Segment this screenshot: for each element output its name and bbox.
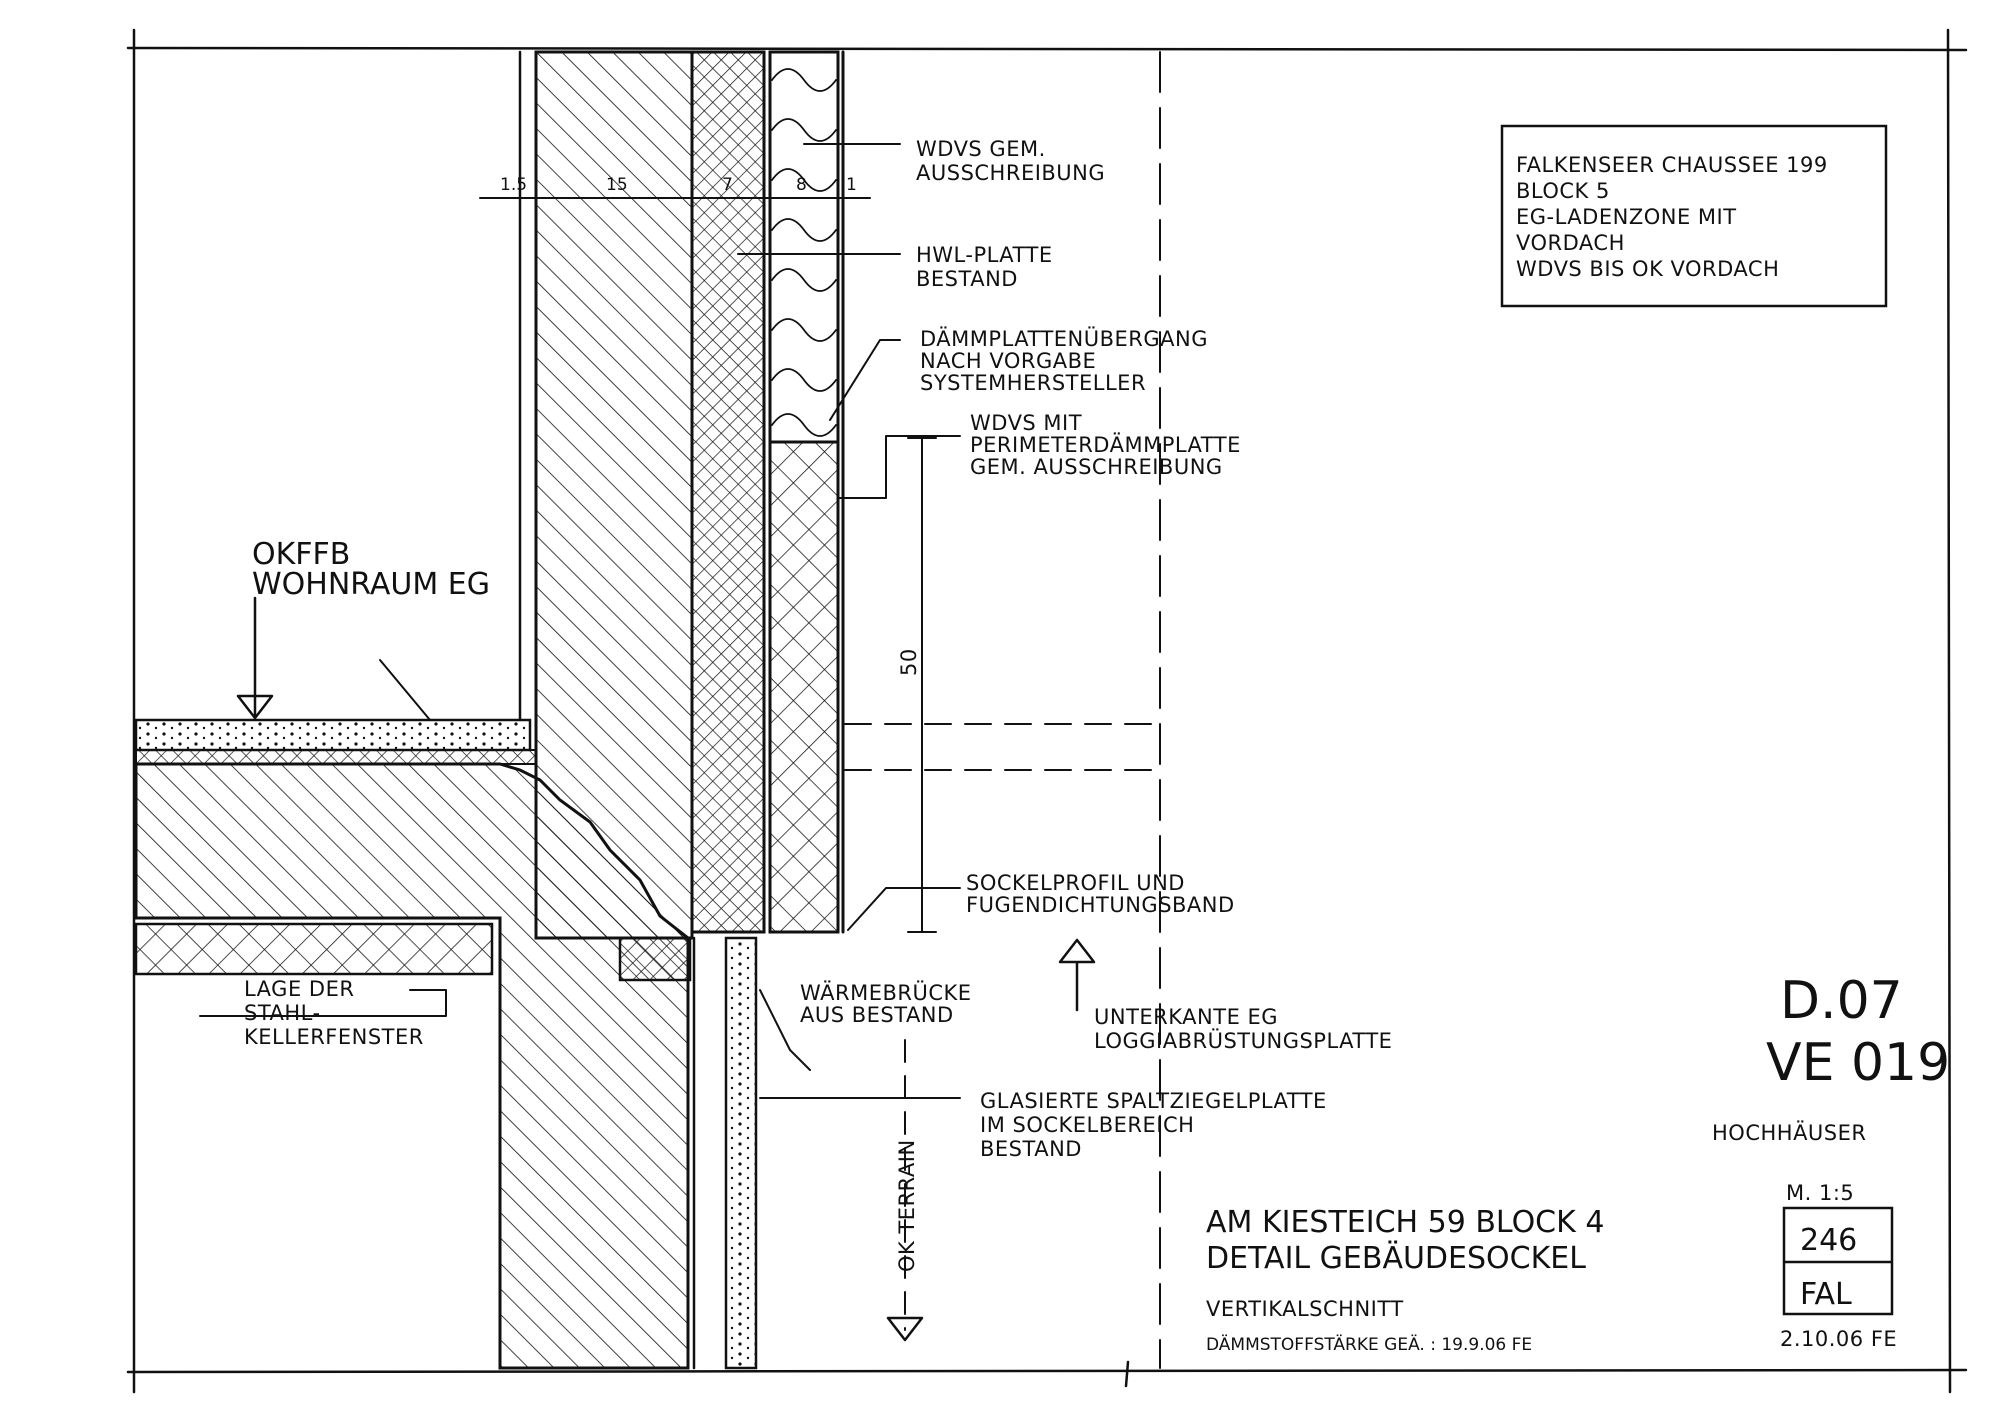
terrain-level-marker: [886, 1316, 924, 1342]
label-lage-3: KELLERFENSTER: [244, 1025, 424, 1049]
reference-line-2: BLOCK 5: [1516, 179, 1610, 203]
label-unterkante-1: UNTERKANTE EG: [1094, 1005, 1278, 1029]
label-wdvs-1: WDVS GEM.: [916, 137, 1046, 161]
perimeter-insulation: [768, 440, 840, 934]
detail-category: HOCHHÄUSER: [1712, 1120, 1867, 1145]
insulation-waves: [771, 68, 837, 437]
label-sockel-1: SOCKELPROFIL UND: [966, 871, 1185, 895]
unterkante-level-marker: [1058, 938, 1096, 1012]
label-hwl-2: BESTAND: [916, 267, 1018, 291]
reference-line-1: FALKENSEER CHAUSSEE 199: [1516, 153, 1828, 177]
label-waerme-2: AUS BESTAND: [800, 1003, 954, 1027]
project-title: AM KIESTEICH 59 BLOCK 4: [1206, 1205, 1604, 1240]
sheet-frame: [126, 28, 1968, 1394]
reference-line-4: VORDACH: [1516, 231, 1625, 255]
detail-code: D.07: [1780, 971, 1903, 1031]
label-daemm-2: NACH VORGABE: [920, 349, 1096, 373]
dimension-3: 7: [722, 175, 733, 195]
wall-section: [134, 50, 845, 1370]
leader-lines: [199, 143, 961, 1099]
label-perimeter-3: GEM. AUSSCHREIBUNG: [970, 455, 1223, 479]
floor-membrane: [135, 749, 537, 765]
scale-label: M. 1:5: [1786, 1181, 1854, 1205]
sheet-date: 2.10.06 FE: [1780, 1327, 1897, 1351]
label-glasiert-3: BESTAND: [980, 1137, 1082, 1161]
label-glasiert-2: IM SOCKELBEREICH: [980, 1113, 1194, 1137]
ceramic-tile-cladding: [724, 936, 758, 1370]
dimension-vertical: 50: [897, 648, 921, 676]
sheet-number: 246: [1800, 1223, 1857, 1258]
dimension-chain: [479, 171, 871, 209]
label-daemm-1: DÄMMPLATTENÜBERGANG: [920, 326, 1208, 351]
basement-window-frame: [618, 936, 692, 982]
dimension-1: 1.5: [500, 175, 527, 195]
sheet-number-box: M. 1:5 246 FAL 2.10.06 FE: [1780, 1181, 1897, 1351]
detail-number: VE 019: [1766, 1033, 1950, 1093]
label-lage-2: STAHL-: [244, 1001, 321, 1025]
dimension-5: 1: [846, 175, 857, 195]
okffb-level-marker: [236, 596, 274, 720]
dimension-2: 15: [606, 175, 628, 195]
label-waerme-1: WÄRMEBRÜCKE: [800, 980, 972, 1005]
label-perimeter-1: WDVS MIT: [970, 411, 1082, 435]
view-label: VERTIKALSCHNITT: [1206, 1297, 1404, 1321]
label-daemm-3: SYSTEMHERSTELLER: [920, 371, 1146, 395]
label-hwl-1: HWL-PLATTE: [916, 243, 1053, 267]
detail-subject: DETAIL GEBÄUDESOCKEL: [1206, 1240, 1586, 1276]
reference-line-5: WDVS BIS OK VORDACH: [1516, 257, 1779, 281]
reference-box: FALKENSEER CHAUSSEE 199 BLOCK 5 EG-LADEN…: [1500, 124, 1888, 308]
dimension-4: 8: [796, 175, 807, 195]
label-unterkante-2: LOGGIABRÜSTUNGSPLATTE: [1094, 1028, 1392, 1053]
label-okffb-2: WOHNRAUM EG: [252, 567, 490, 602]
label-wdvs-2: AUSSCHREIBUNG: [916, 161, 1105, 185]
revision-note: DÄMMSTOFFSTÄRKE GEÄ. : 19.9.06 FE: [1206, 1334, 1532, 1355]
reference-line-3: EG-LADENZONE MIT: [1516, 205, 1737, 229]
label-perimeter-2: PERIMETERDÄMMPLATTE: [970, 432, 1241, 457]
basement-ceiling-insulation: [134, 922, 494, 976]
floor-slab: [134, 762, 690, 1370]
vertical-dimension: [904, 437, 937, 1331]
label-sockel-2: FUGENDICHTUNGSBAND: [966, 893, 1235, 917]
label-glasiert-1: GLASIERTE SPALTZIEGELPLATTE: [980, 1089, 1327, 1113]
label-okffb-1: OKFFB: [252, 537, 350, 572]
label-lage-1: LAGE DER: [244, 977, 354, 1001]
wdvs-insulation: [768, 50, 840, 444]
terrain-label: OK TERRAIN: [895, 1139, 919, 1272]
sheet-code: FAL: [1800, 1277, 1852, 1312]
screed-layer: [134, 718, 532, 752]
